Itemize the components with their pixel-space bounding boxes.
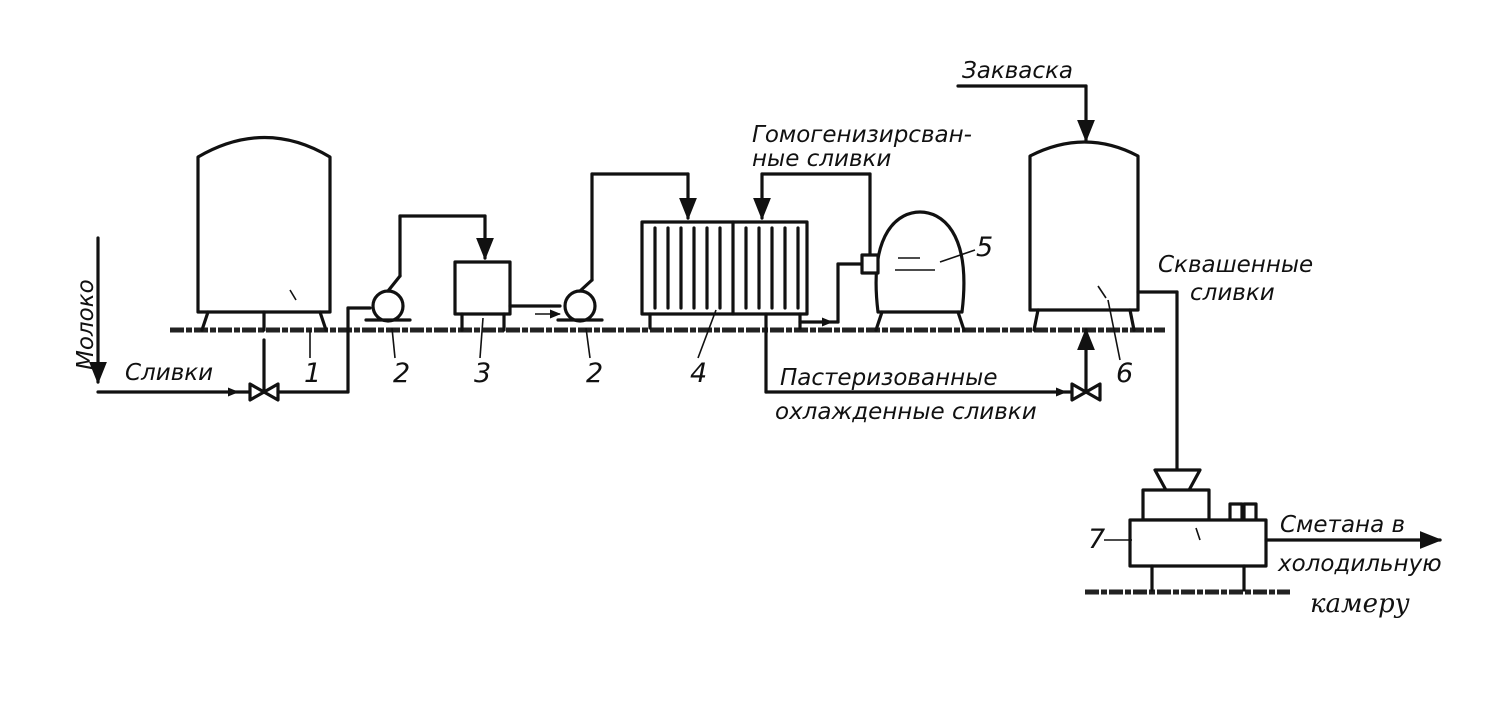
number-6: 6 [1116,358,1133,389]
number-3: 3 [474,358,491,389]
tank-1 [196,136,332,332]
label-pasteurized-2: охлажденные сливки [775,399,1037,425]
leader-5 [939,249,976,263]
leader-4 [697,309,717,359]
leader-3 [479,317,484,359]
pump-2-second [556,278,604,323]
label-soured-2: сливки [1190,280,1275,306]
fermentation-tank-6 [1028,140,1140,332]
number-4: 4 [690,358,707,389]
number-5: 5 [976,232,993,263]
label-cream-inlet: Сливки [125,360,213,386]
number-2-second: 2 [586,358,603,389]
label-output-2: холодильную [1277,551,1442,577]
pump-2-first [364,274,412,323]
inlet-valve [248,338,280,402]
label-homogenized-2: ные сливки [752,146,891,172]
packing-machine-7 [1128,468,1268,592]
tank-3 [453,260,512,332]
leader-2-first [391,327,396,359]
tank6-inlet-valve [1070,327,1102,402]
number-7: 7 [1088,524,1105,555]
leader-2-second [585,327,591,359]
label-pasteurized-1: Пастеризованные [780,365,997,391]
label-milk: Молоко [73,279,99,370]
label-output-3: камеру [1310,589,1410,619]
number-2-first: 2 [393,358,410,389]
label-soured-1: Сквашенные [1158,252,1313,278]
plate-pasteurizer-4 [640,220,809,330]
label-homogenized-1: Гомогенизирсван- [752,122,972,148]
label-output-1: Сметана в [1280,512,1405,538]
homogenizer-5 [860,210,966,332]
number-1: 1 [304,358,321,389]
leader-6 [1107,299,1121,361]
label-starter: Закваска [962,58,1073,84]
